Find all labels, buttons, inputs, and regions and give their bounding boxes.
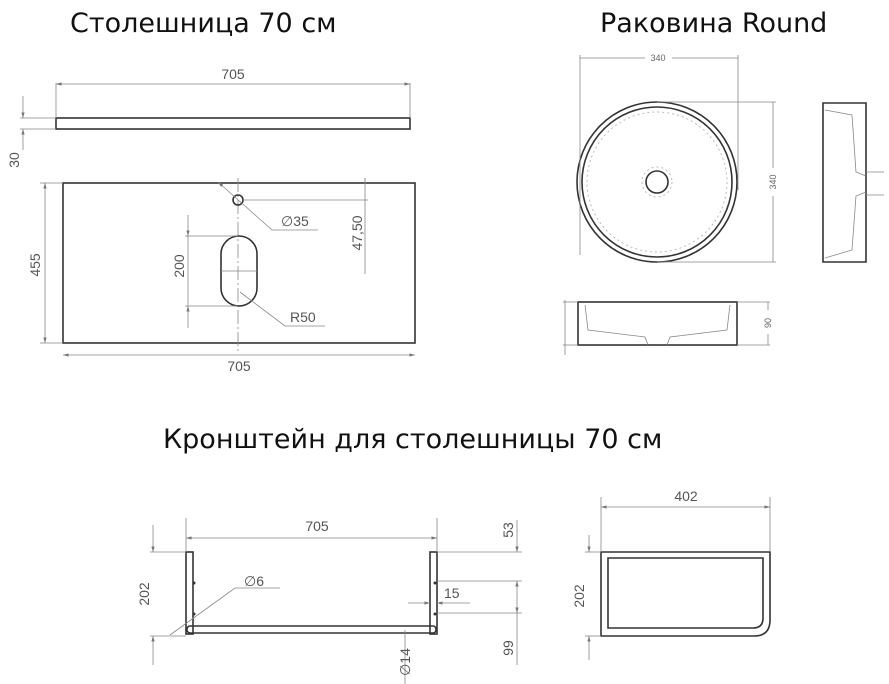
sink-side-view xyxy=(822,102,884,263)
post-width-label: 15 xyxy=(444,585,460,601)
depth-label: 455 xyxy=(27,253,43,277)
cutout-length-label: 200 xyxy=(171,254,187,278)
bracket-title: Кронштейн для столешницы 70 см xyxy=(163,424,662,455)
side-height-label: 202 xyxy=(571,584,587,608)
hole-offset-label: 47,50 xyxy=(349,215,365,250)
cutout-radius-label: R50 xyxy=(290,309,316,325)
side-depth-label: 402 xyxy=(674,488,698,504)
sink-depth-label: 340 xyxy=(768,174,778,189)
side-width-label: 705 xyxy=(221,66,245,82)
bottom-offset-label: 99 xyxy=(500,640,516,656)
thickness-label: 30 xyxy=(6,152,22,168)
sink-width-label: 340 xyxy=(650,53,665,63)
sink-title: Раковина Round xyxy=(600,8,827,39)
sink-height-label: 90 xyxy=(763,318,773,328)
bracket-side-view: 402 202 xyxy=(571,488,771,660)
countertop-plan-view: 200 47,50 ∅35 R50 455 705 xyxy=(27,178,416,374)
countertop-side-view: 705 30 xyxy=(6,66,411,168)
plan-width-label: 705 xyxy=(227,358,251,374)
bar-diameter-label: ∅14 xyxy=(397,648,413,676)
countertop-title: Столешница 70 см xyxy=(70,8,337,39)
sink-top-view: 340 340 xyxy=(576,53,778,263)
top-offset-label: 53 xyxy=(500,522,516,538)
sink-front-view: 90 xyxy=(563,300,773,355)
pin-diameter-label: ∅6 xyxy=(244,573,264,589)
hole-diameter-label: ∅35 xyxy=(281,213,309,229)
bracket-height-label: 202 xyxy=(136,582,152,606)
bracket-width-label: 705 xyxy=(305,518,329,534)
bracket-front-view: 705 202 ∅6 15 ∅14 53 99 xyxy=(136,518,522,684)
